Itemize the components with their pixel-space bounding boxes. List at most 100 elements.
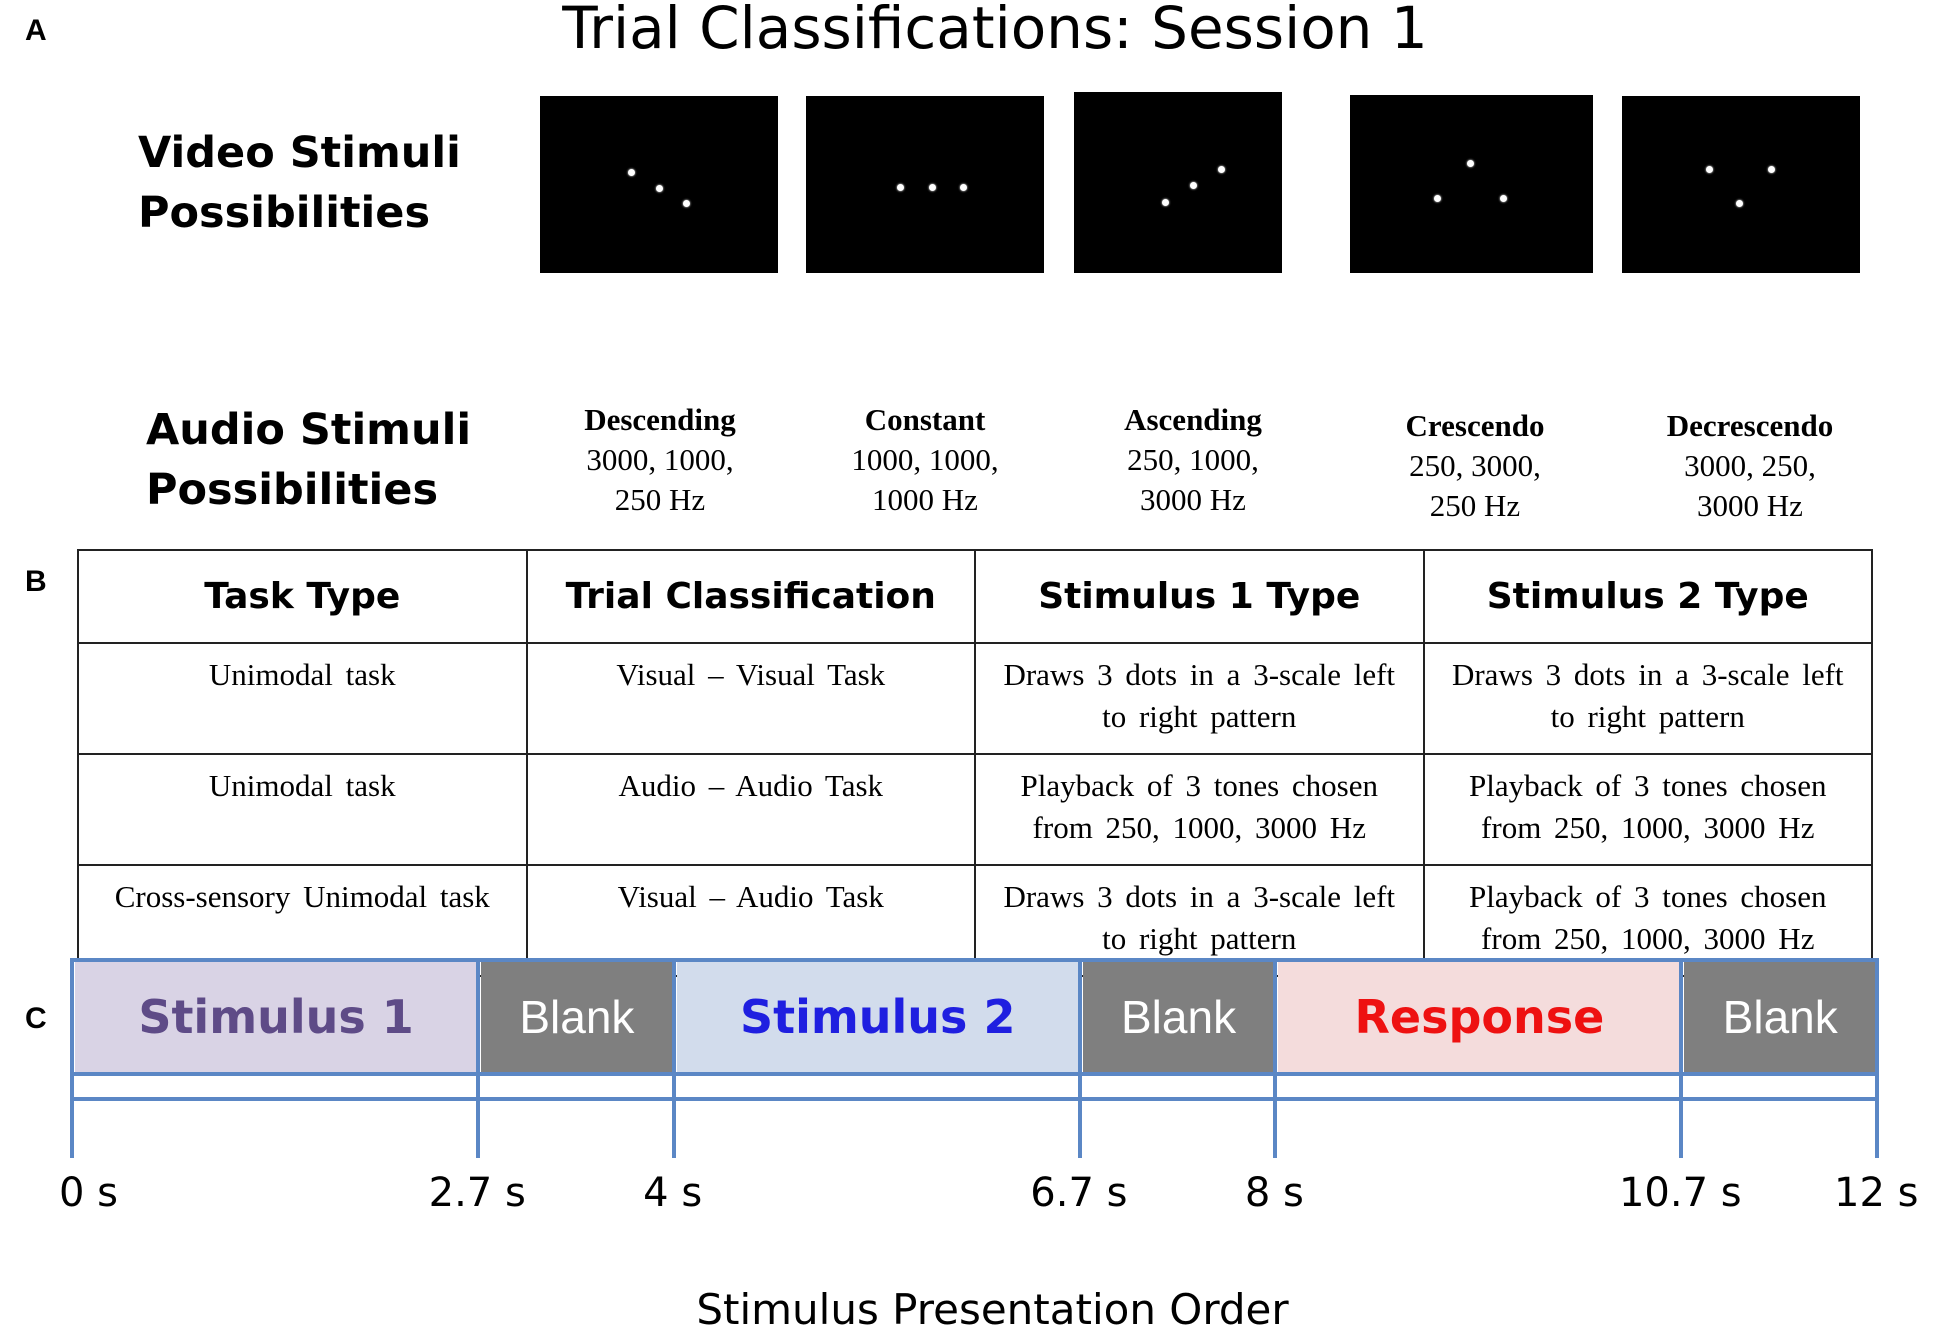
stimulus-dot [683,200,690,207]
timeline-segment-blank: Blank [1082,962,1275,1072]
audio-stimulus-freqs: 250, 3000, [1409,448,1541,483]
cell-line: from 250, 1000, 3000 Hz [1032,810,1366,845]
cell-line: to right pattern [1102,921,1297,956]
timeline-tick [70,958,74,1158]
stimulus-dot [1190,182,1197,189]
audio-stimulus-name: Constant [864,402,986,437]
timeline-tick [1679,958,1684,1158]
table-cell: Unimodal task [77,642,528,755]
timeline-segment-stimulus-2: Stimulus 2 [676,962,1079,1072]
timeline-tick [476,958,481,1158]
stimulus-dot [628,169,635,176]
stimulus-dot [1218,166,1225,173]
cell-line: Unimodal task [208,657,396,692]
audio-stimulus-freqs: 3000 Hz [1140,482,1246,517]
cell-line: Unimodal task [208,768,396,803]
cell-line: Cross-sensory Unimodal task [114,879,490,914]
stimulus-dot [960,184,967,191]
table-cell: Draws 3 dots in a 3-scale left to right p… [1422,642,1873,755]
audio-stimulus-freqs: 250 Hz [1429,488,1521,523]
audio-stimulus-name: Decrescendo [1666,408,1834,443]
audio-label-line2: Possibilities [146,465,439,515]
audio-stimuli-label: Audio Stimuli Possibilities [146,400,471,520]
audio-stimulus-crescendo: Crescendo 250, 3000, 250 Hz [1355,406,1595,526]
stimulus-dot [929,184,936,191]
cell-line: from 250, 1000, 3000 Hz [1481,921,1815,956]
video-stimuli-label: Video Stimuli Possibilities [138,123,461,243]
cell-line: Draws 3 dots in a 3-scale left [1451,657,1844,692]
audio-stimulus-freqs: 3000, 1000, [586,442,734,477]
video-stimulus-descending [540,96,778,273]
audio-stimulus-decrescendo: Decrescendo 3000, 250, 3000 Hz [1620,406,1880,526]
timeline-tick [1875,958,1879,1158]
cell-line: Playback of 3 tones chosen [1020,768,1378,803]
audio-stimulus-freqs: 1000, 1000, [851,442,999,477]
timeline-tick-label: 6.7 s [1030,1170,1128,1216]
audio-stimulus-descending: Descending 3000, 1000, 250 Hz [540,400,780,520]
table-row: Unimodal task Visual – Visual Task Draws… [77,642,1873,755]
table-cell: Visual – Visual Task [525,642,976,755]
stimulus-dot [1706,166,1713,173]
header-stimulus-2-type: Stimulus 2 Type [1422,549,1873,644]
audio-stimulus-freqs: 3000, 250, [1684,448,1816,483]
table-row: Cross-sensory Unimodal task Visual – Aud… [77,864,1873,977]
timeline-tick-label: 10.7 s [1618,1170,1742,1216]
timeline-top-line [71,958,1879,962]
audio-stimulus-ascending: Ascending 250, 1000, 3000 Hz [1073,400,1313,520]
audio-stimulus-name: Descending [584,402,736,437]
audio-stimulus-name: Ascending [1124,402,1262,437]
video-stimulus-decrescendo [1622,96,1860,273]
timeline-segment-blank: Blank [481,962,673,1072]
stimulus-dot [897,184,904,191]
video-stimulus-crescendo [1350,95,1593,273]
stimulus-dot [1500,195,1507,202]
panel-label-c: C [25,1002,47,1035]
timeline-tick-label: 12 s [1834,1170,1919,1216]
stimulus-dot [1162,199,1169,206]
audio-stimulus-constant: Constant 1000, 1000, 1000 Hz [805,400,1045,520]
table-row: Unimodal task Audio – Audio Task Playbac… [77,753,1873,866]
timeline-segment-stimulus-1: Stimulus 1 [75,962,478,1072]
table-cell: Audio – Audio Task [525,753,976,866]
cell-line: Visual – Audio Task [617,879,884,914]
cell-line: to right pattern [1102,699,1297,734]
header-trial-classification: Trial Classification [525,549,976,644]
timeline-tick [1273,958,1278,1158]
header-stimulus-1-type: Stimulus 1 Type [974,549,1425,644]
timeline-tick-label: 8 s [1244,1170,1304,1216]
cell-line: Draws 3 dots in a 3-scale left [1003,879,1396,914]
timeline-tick [1077,958,1082,1158]
video-stimulus-constant [806,96,1044,273]
timeline-base-line [71,1097,1879,1101]
timeline-tick [671,958,676,1158]
cell-line: to right pattern [1550,699,1745,734]
video-label-line2: Possibilities [138,188,431,238]
audio-stimulus-freqs: 250, 1000, [1127,442,1259,477]
panel-label-b: B [25,565,47,598]
audio-stimulus-freqs: 250 Hz [614,482,706,517]
timeline-axis-label: Stimulus Presentation Order [696,1285,1289,1334]
cell-line: from 250, 1000, 3000 Hz [1481,810,1815,845]
cell-line: Playback of 3 tones chosen [1469,879,1827,914]
table-cell: Playback of 3 tones chosen from 250, 1000… [974,753,1425,866]
timeline-segment-response: Response [1278,962,1681,1072]
timeline-tick-label: 4 s [643,1170,703,1216]
header-task-type: Task Type [77,549,528,644]
table-cell: Draws 3 dots in a 3-scale left to right p… [974,642,1425,755]
panel-label-a: A [25,14,47,47]
stimulus-dot [1467,160,1474,167]
audio-stimulus-freqs: 3000 Hz [1697,488,1803,523]
figure-title: Trial Classifications: Session 1 [562,0,1428,62]
table-cell: Unimodal task [77,753,528,866]
timeline-segment-blank: Blank [1684,962,1876,1072]
timeline-mid-line [71,1072,1879,1076]
stimulus-dot [1434,195,1441,202]
stimulus-dot [1768,166,1775,173]
video-stimulus-ascending [1074,92,1282,273]
cell-line: Visual – Visual Task [616,657,886,692]
cell-line: Draws 3 dots in a 3-scale left [1003,657,1396,692]
timeline-tick-label: 0 s [59,1170,119,1216]
stimulus-dot [656,185,663,192]
trial-classification-table: Task Type Trial Classification Stimulus … [77,549,1873,977]
